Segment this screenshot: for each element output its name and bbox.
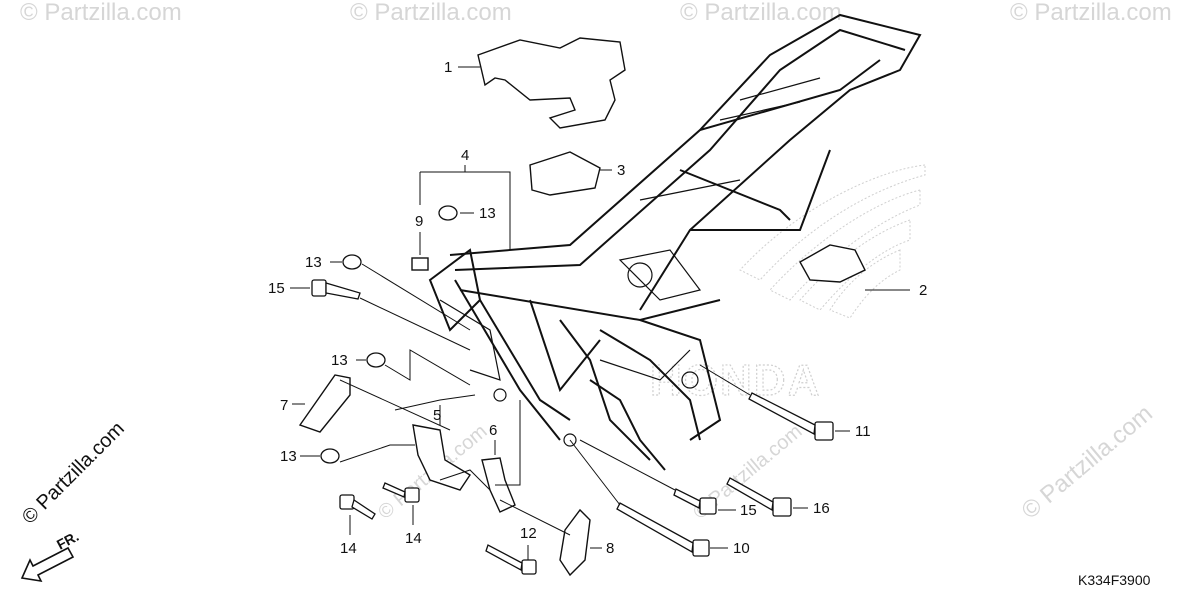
- callout-10: 10: [733, 540, 750, 557]
- callout-14-a: 14: [340, 540, 357, 557]
- copyright-partzilla: © Partzilla.com: [18, 418, 129, 529]
- part-1-cover: [477, 37, 626, 129]
- part-10-bolt: [616, 502, 710, 557]
- leader-lines: [290, 66, 910, 560]
- part-13-collar-d: [320, 448, 340, 464]
- main-frame: [428, 13, 922, 471]
- callout-11: 11: [855, 423, 871, 440]
- part-15-bolt-upper: [311, 279, 361, 300]
- callout-7: 7: [280, 397, 288, 414]
- callout-12: 12: [520, 525, 537, 542]
- callout-1: 1: [444, 59, 452, 76]
- watermark-top-right: © Partzilla.com: [680, 0, 842, 26]
- callout-13-c: 13: [331, 352, 348, 369]
- callout-13-a: 13: [479, 205, 496, 222]
- callouts: 1 2 3 4 5 6 7 8 9 10 11 12 13 13 13 13 1…: [268, 59, 927, 557]
- part-9-pad: [411, 257, 429, 271]
- callout-3: 3: [617, 162, 625, 179]
- part-15-bolt-lower: [673, 488, 717, 515]
- part-13-collar-b: [342, 254, 362, 270]
- front-arrow-icon: [20, 546, 75, 583]
- part-14-bolt-b: [382, 482, 420, 503]
- callout-15-a: 15: [268, 280, 285, 297]
- part-5-bracket: [412, 424, 471, 491]
- drawing-code: K334F3900: [1078, 572, 1151, 588]
- watermark-top-left: © Partzilla.com: [20, 0, 182, 26]
- watermark-top-far-right: © Partzilla.com: [1010, 0, 1172, 26]
- part-16-bolt: [726, 477, 792, 517]
- front-direction-indicator: FR.: [20, 528, 81, 583]
- honda-wordmark: HONDA: [650, 356, 821, 405]
- part-2-plate: [799, 244, 866, 283]
- callout-15-b: 15: [740, 502, 757, 519]
- callout-9: 9: [415, 213, 423, 230]
- part-13-collar-c: [366, 352, 386, 368]
- part-8-bracket: [559, 508, 591, 577]
- watermark-right: © Partzilla.com: [1017, 400, 1158, 525]
- front-label: FR.: [54, 528, 81, 553]
- callout-2: 2: [919, 282, 927, 299]
- callout-14-b: 14: [405, 530, 422, 547]
- callout-16: 16: [813, 500, 830, 517]
- part-13-collar-a: [438, 205, 458, 221]
- callout-13-d: 13: [280, 448, 297, 465]
- callout-4: 4: [461, 147, 469, 164]
- callout-5: 5: [433, 407, 441, 424]
- part-11-bolt: [748, 392, 834, 441]
- callout-6: 6: [489, 422, 497, 439]
- part-3-plate: [529, 151, 601, 196]
- callout-8: 8: [606, 540, 614, 557]
- part-7-bracket: [298, 374, 351, 433]
- honda-wing-logo: HONDA: [649, 164, 926, 406]
- part-14-bolt-a: [339, 494, 376, 520]
- callout-13-b: 13: [305, 254, 322, 271]
- part-12-bolt: [485, 544, 537, 575]
- watermark-top-mid: © Partzilla.com: [350, 0, 512, 26]
